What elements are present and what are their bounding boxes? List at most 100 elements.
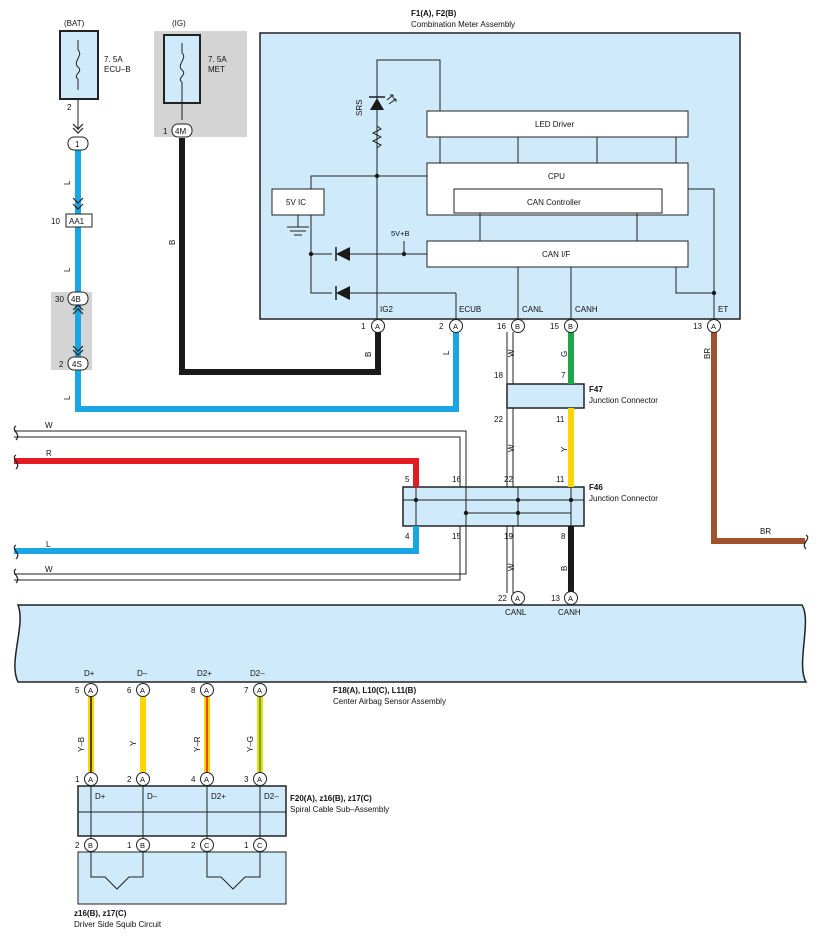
svg-text:B: B xyxy=(568,322,573,331)
svg-text:A: A xyxy=(140,775,145,784)
svg-text:1: 1 xyxy=(75,140,80,149)
vb-label: 5V+B xyxy=(391,229,410,238)
svg-text:1: 1 xyxy=(75,775,80,784)
srs-label: SRS xyxy=(355,100,364,116)
connector-4m: 4M xyxy=(171,123,193,138)
svg-text:L: L xyxy=(46,540,51,549)
svg-text:B: B xyxy=(515,322,520,331)
svg-text:Y: Y xyxy=(129,740,138,746)
svg-text:ECUB: ECUB xyxy=(459,305,481,314)
fuse-ig-rating: 7. 5A xyxy=(208,55,227,64)
wire-w-canl xyxy=(506,332,514,593)
squib-title: z16(B), z17(C) xyxy=(74,909,127,918)
connector-1: 1 xyxy=(67,123,89,151)
svg-text:30: 30 xyxy=(55,295,64,304)
svg-text:Y: Y xyxy=(560,446,569,452)
fuse-bat: (BAT) 7. 5A ECU–B 2 xyxy=(59,19,131,130)
svg-text:A: A xyxy=(515,594,520,603)
svg-text:D2+: D2+ xyxy=(197,669,212,678)
wire-labels: L L L B B L W G BR W Y W B W R L W BR xyxy=(45,180,771,574)
svg-text:L: L xyxy=(63,395,72,400)
svg-text:A: A xyxy=(375,322,380,331)
wire-br xyxy=(711,332,805,544)
svg-text:5: 5 xyxy=(75,686,80,695)
spiral-cable-box xyxy=(77,785,287,837)
svg-text:2: 2 xyxy=(127,775,132,784)
svg-text:22: 22 xyxy=(498,594,507,603)
svg-text:11: 11 xyxy=(556,415,565,424)
svg-text:4M: 4M xyxy=(175,127,186,136)
svg-text:D–: D– xyxy=(147,792,158,801)
squib-subtitle: Driver Side Squib Circuit xyxy=(74,920,162,929)
svg-text:W: W xyxy=(45,421,53,430)
connector-4s: 4S 2 xyxy=(59,345,89,371)
svg-text:8: 8 xyxy=(561,532,566,541)
f46-connector: F46 Junction Connector 5 16 22 11 4 15 1… xyxy=(405,475,658,541)
svg-text:6: 6 xyxy=(127,686,132,695)
svg-text:16: 16 xyxy=(452,475,461,484)
svg-text:L: L xyxy=(63,267,72,272)
svg-text:3: 3 xyxy=(244,775,249,784)
svg-text:D2–: D2– xyxy=(250,669,265,678)
can-controller-label: CAN Controller xyxy=(527,198,581,207)
svg-text:22: 22 xyxy=(494,415,503,424)
svg-text:22: 22 xyxy=(504,475,513,484)
svg-text:A: A xyxy=(257,775,262,784)
svg-text:2: 2 xyxy=(191,841,196,850)
fuse-bat-supply: (BAT) xyxy=(64,19,85,28)
svg-text:4S: 4S xyxy=(72,360,82,369)
fuse-ig-supply: (IG) xyxy=(172,19,186,28)
connector-aa1: AA1 10 xyxy=(51,197,93,228)
svg-text:D+: D+ xyxy=(95,792,106,801)
svg-text:A: A xyxy=(88,775,93,784)
svg-text:A: A xyxy=(204,775,209,784)
svg-text:10: 10 xyxy=(51,217,60,226)
svg-text:Y–R: Y–R xyxy=(193,736,202,752)
svg-text:A: A xyxy=(257,686,262,695)
wire-l-bat xyxy=(75,150,459,412)
svg-text:IG2: IG2 xyxy=(380,305,393,314)
airbag-subtitle: Center Airbag Sensor Assembly xyxy=(333,697,446,706)
svg-text:4: 4 xyxy=(405,532,410,541)
svg-text:B: B xyxy=(364,352,373,357)
svg-text:D+: D+ xyxy=(84,669,95,678)
svg-text:B: B xyxy=(168,240,177,245)
svg-text:B: B xyxy=(88,841,93,850)
svg-text:13: 13 xyxy=(693,322,702,331)
fuse-ig: (IG) 7. 5A MET 1 xyxy=(163,19,227,136)
svg-text:7: 7 xyxy=(561,371,566,380)
squib-circuit-box xyxy=(77,851,287,905)
svg-text:5: 5 xyxy=(405,475,410,484)
svg-text:D2+: D2+ xyxy=(211,792,226,801)
svg-text:1: 1 xyxy=(127,841,132,850)
meter-title: F1(A), F2(B) xyxy=(411,9,457,18)
fuse-ig-pin: 1 xyxy=(163,127,168,136)
svg-text:W: W xyxy=(45,565,53,574)
combination-meter-internals xyxy=(271,59,715,319)
diode-2 xyxy=(335,286,350,300)
svg-text:15: 15 xyxy=(550,322,559,331)
fuse-bat-rating: 7. 5A xyxy=(104,55,123,64)
spiral-cable-pins: A A A A 1 2 4 3 D+ D– D2+ D2– B B C C 2 … xyxy=(75,772,279,852)
svg-text:F47: F47 xyxy=(589,385,603,394)
svg-text:18: 18 xyxy=(494,371,503,380)
airbag-title: F18(A), L10(C), L11(B) xyxy=(333,686,416,695)
svg-text:D2–: D2– xyxy=(264,792,279,801)
wire-w-lower xyxy=(14,526,467,581)
airbag-sensor-box xyxy=(14,604,808,683)
svg-text:CANH: CANH xyxy=(558,608,581,617)
can-if-label: CAN I/F xyxy=(542,250,571,259)
squib-loops xyxy=(90,852,261,890)
connector-4b: 4B 30 xyxy=(55,291,89,315)
svg-text:11: 11 xyxy=(556,475,565,484)
svg-text:1: 1 xyxy=(361,322,366,331)
svg-text:CANL: CANL xyxy=(505,608,527,617)
f47-box xyxy=(506,383,585,409)
wire-b-ig xyxy=(179,138,381,375)
fuse-ig-name: MET xyxy=(208,65,225,74)
diode-1 xyxy=(335,247,350,261)
svg-text:4B: 4B xyxy=(71,295,81,304)
svg-text:D–: D– xyxy=(137,669,148,678)
svg-text:C: C xyxy=(204,841,210,850)
